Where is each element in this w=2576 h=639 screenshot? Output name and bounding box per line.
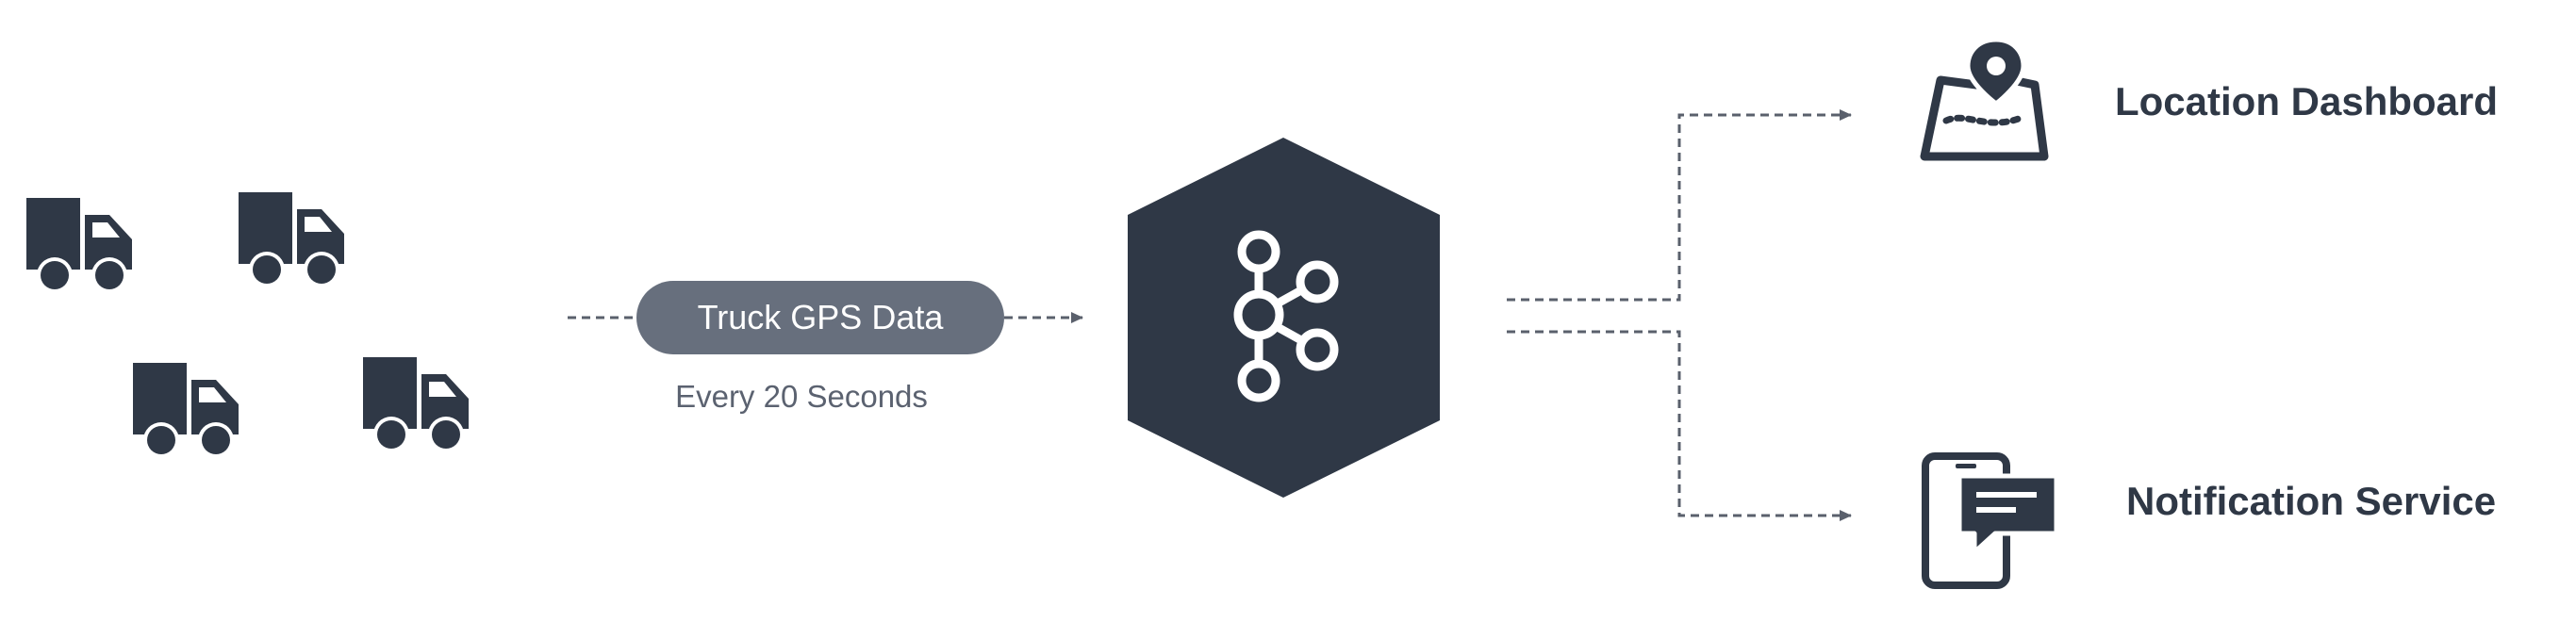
- truck-icon: [133, 363, 239, 458]
- dashboard-connector: [1507, 109, 1852, 302]
- notification-service-label: Notification Service: [2126, 479, 2497, 523]
- phone-chat-icon: [1922, 452, 2059, 589]
- notification-connector: [1507, 330, 1852, 521]
- truck-icon: [363, 357, 469, 452]
- location-dashboard-label: Location Dashboard: [2115, 79, 2499, 123]
- kafka-hub: [1128, 138, 1440, 498]
- truck-icon: [239, 192, 344, 287]
- stream-label-pill: Truck GPS Data: [636, 281, 1004, 354]
- map-pin-icon: [1920, 37, 2049, 161]
- truck-icon: [26, 198, 132, 293]
- stream-caption: Every 20 Seconds: [675, 379, 928, 414]
- kafka-icon: [1233, 230, 1339, 402]
- stream-label: Truck GPS Data: [697, 298, 944, 336]
